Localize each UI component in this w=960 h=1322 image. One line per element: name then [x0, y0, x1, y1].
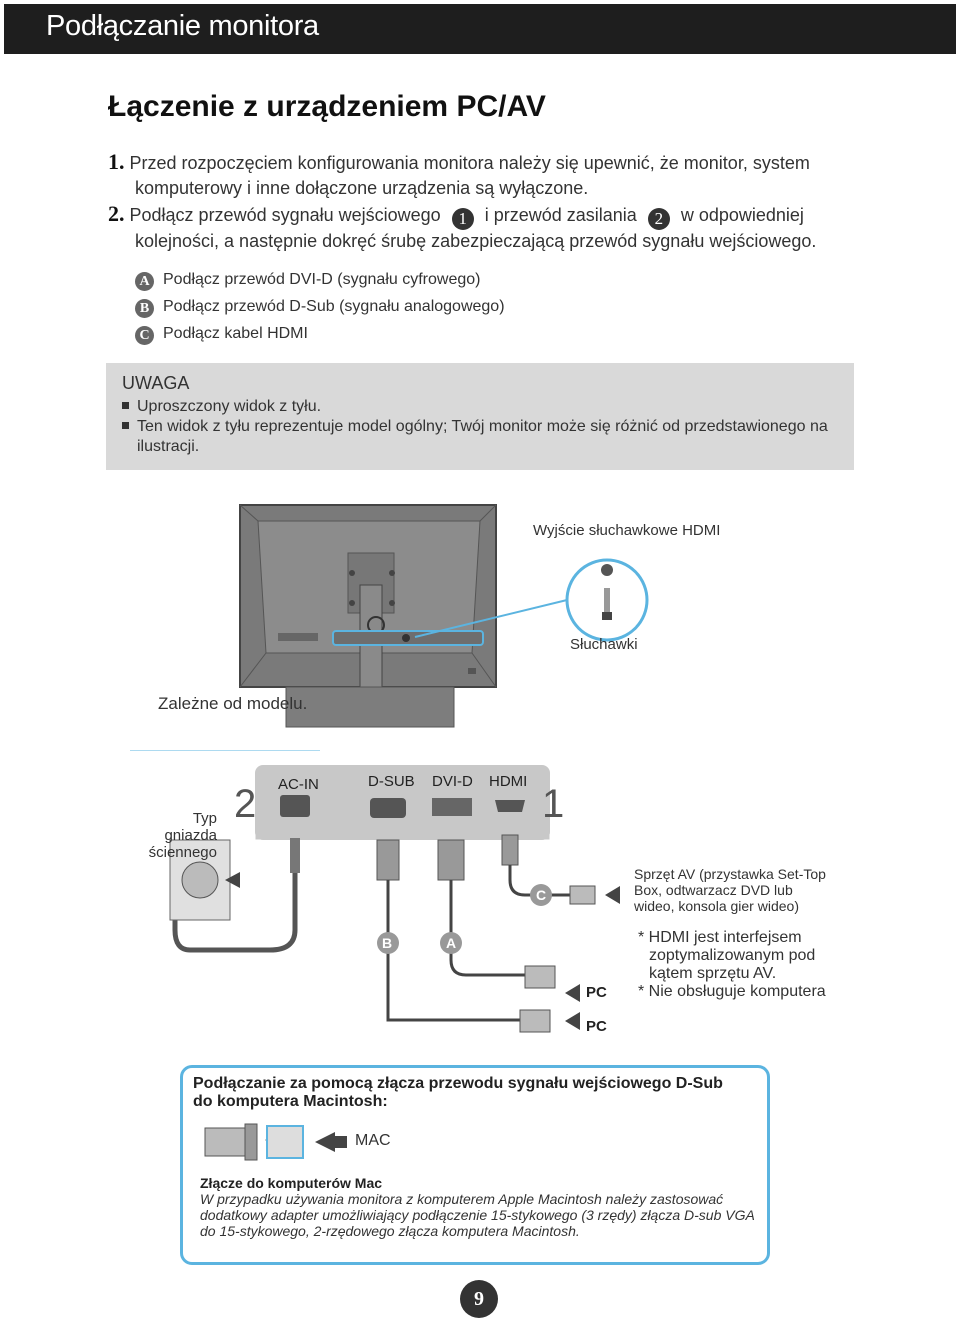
mac-description-line: W przypadku używania monitora z komputer… [200, 1191, 724, 1207]
port-dsub-label: D-SUB [368, 773, 415, 790]
option-badge: B [135, 299, 154, 318]
connection-diagram [130, 750, 620, 1033]
option-text: Podłącz kabel HDMI [163, 325, 308, 342]
header-bar [4, 4, 956, 54]
pc-label: PC [586, 984, 607, 1001]
hdmi-connector-icon [495, 800, 525, 812]
av-device-line: Sprzęt AV (przystawka Set-Top [634, 866, 826, 882]
step-number: 1. [108, 149, 125, 174]
section-title: Łączenie z urządzeniem PC/AV [108, 90, 546, 123]
page-header-title: Podłączanie monitora [46, 10, 319, 42]
note-text: Ten widok z tyłu reprezentuje model ogól… [137, 418, 828, 455]
mac-description-line: do 15-stykowego, 2-rzędowego złącza komp… [200, 1223, 580, 1239]
power-number: 2 [234, 782, 257, 826]
signal-number: 1 [542, 782, 565, 826]
headphone-jack-icon [601, 564, 613, 576]
headphones-label: Słuchawki [570, 636, 638, 653]
port-hdmi-label: HDMI [489, 773, 528, 790]
bullet-icon [122, 402, 129, 409]
mac-title: Podłączanie za pomocą złącza przewodu sy… [193, 1075, 723, 1111]
model-dependent-label: Zależne od modelu. [158, 694, 308, 713]
option-a: A Podłącz przewód DVI-D (sygnału cyfroweg… [135, 271, 480, 291]
mac-description-line: dodatkowy adapter umożliwiający podłącze… [200, 1207, 755, 1223]
av-device-line: Box, odtwarzacz DVD lub [634, 882, 793, 898]
monitor-back-icon [239, 504, 497, 728]
mac-title-line: do komputera Macintosh: [193, 1093, 388, 1110]
wall-socket-line: ściennego [148, 844, 217, 861]
option-badge: A [135, 272, 154, 291]
av-device-line: wideo, konsola gier wideo) [634, 898, 799, 914]
step-text: Przed rozpoczęciem konfigurowania monito… [129, 153, 810, 173]
mac-label: MAC [355, 1132, 391, 1149]
port-dvid-label: DVI-D [432, 773, 473, 790]
cable-b-label: B [382, 935, 393, 951]
note-text: Uproszczony widok z tyłu. [137, 398, 322, 415]
mac-description: W przypadku używania monitora z komputer… [200, 1191, 760, 1239]
mac-title-line: Podłączanie za pomocą złącza przewodu sy… [193, 1075, 723, 1092]
vga-connector-icon [370, 798, 406, 818]
badge-2: 2 [647, 208, 670, 230]
hdmi-note-line: kątem sprzętu AV. [649, 965, 777, 982]
step-2: 2. Podłącz przewód sygnału wejściowego 1… [108, 202, 828, 230]
port-acin-label: AC-IN [278, 776, 319, 793]
note-box [106, 363, 854, 470]
step-text: w odpowiedniej [680, 205, 804, 225]
page-number: 9 [460, 1280, 498, 1318]
hdmi-note-line: zoptymalizowanym pod [649, 947, 816, 964]
hdmi-note: * HDMI jest interfejsem zoptymalizowanym… [638, 929, 826, 1001]
note-item: Ten widok z tyłu reprezentuje model ogól… [122, 417, 847, 457]
step-text: Podłącz przewód sygnału wejściowego [129, 205, 441, 225]
note-title: UWAGA [122, 373, 190, 393]
note-item: Uproszczony widok z tyłu. [122, 397, 832, 417]
step-2-line-2: kolejności, a następnie dokręć śrubę zab… [135, 231, 817, 251]
wall-socket-line: Typ gniazda [164, 810, 217, 844]
av-device-label: Sprzęt AV (przystawka Set-Top Box, odtwa… [634, 866, 826, 914]
step-text: i przewód zasilania [484, 205, 637, 225]
hdmi-note-line: * Nie obsługuje komputera [638, 983, 826, 1000]
badge-1: 1 [451, 208, 474, 230]
hdmi-note-line: * HDMI jest interfejsem [638, 929, 802, 946]
headphone-out-label: Wyjście słuchawkowe HDMI [533, 522, 721, 539]
option-b: B Podłącz przewód D-Sub (sygnału analogow… [135, 298, 505, 318]
cable-a-label: A [446, 935, 457, 951]
wall-socket-label: Typ gniazda ściennego [137, 810, 217, 861]
pc-label: PC [586, 1018, 607, 1035]
mac-adapter-icon [204, 1123, 347, 1161]
bullet-icon [122, 422, 129, 429]
option-badge: C [135, 326, 154, 345]
option-text: Podłącz przewód D-Sub (sygnału analogowe… [163, 298, 505, 315]
step-1: 1. Przed rozpoczęciem konfigurowania mon… [108, 150, 828, 175]
cable-c-label: C [536, 887, 547, 903]
option-c: C Podłącz kabel HDMI [135, 325, 308, 345]
step-1-line-2: komputerowy i inne dołączone urządzenia … [135, 178, 589, 198]
dvi-connector-icon [432, 798, 472, 816]
power-plug-icon [280, 795, 310, 817]
mac-box [180, 1065, 770, 1265]
step-number: 2. [108, 201, 125, 226]
option-text: Podłącz przewód DVI-D (sygnału cyfrowego… [163, 271, 481, 288]
mac-subtitle: Złącze do komputerów Mac [200, 1175, 383, 1191]
headphone-callout [414, 558, 649, 642]
